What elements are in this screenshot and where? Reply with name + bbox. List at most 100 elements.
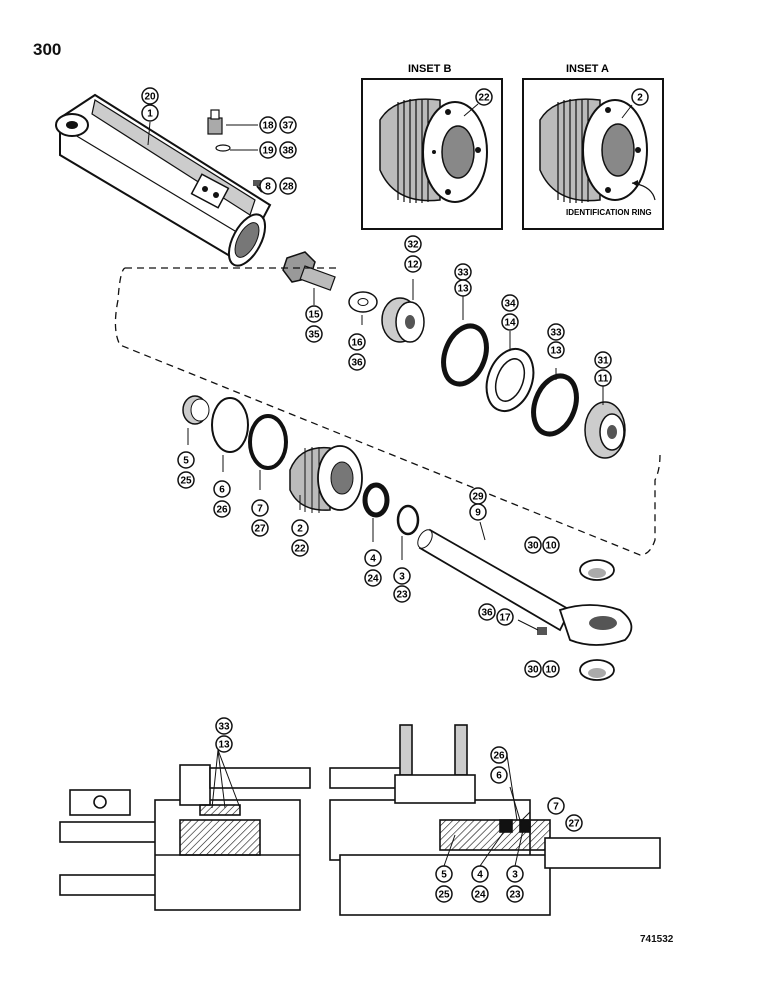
callout-5: 5 [177,451,195,469]
callout-36: 36 [348,353,366,371]
svg-text:2: 2 [637,93,643,104]
svg-text:7: 7 [553,802,559,813]
svg-text:38: 38 [282,146,294,157]
callout-26: 26 [213,500,231,518]
svg-text:33: 33 [457,268,469,279]
callout-33: 33 [454,263,472,281]
svg-text:35: 35 [308,330,320,341]
gland [289,445,363,513]
svg-text:22: 22 [478,93,490,104]
svg-text:17: 17 [499,613,511,624]
callout-24-c: 24 [471,885,489,903]
bolt [282,251,336,291]
callout-3-c: 3 [506,865,524,883]
callout-5-c: 5 [435,865,453,883]
inset-a-title: INSET A [566,63,609,75]
callout-17: 17 [496,608,514,626]
callout-3: 3 [393,567,411,585]
svg-text:5: 5 [183,456,189,467]
grease-fitting [207,109,231,152]
rod-eye-bushing [579,559,615,581]
svg-text:29: 29 [472,492,484,503]
svg-text:32: 32 [407,240,419,251]
svg-text:33: 33 [218,722,230,733]
svg-text:13: 13 [457,284,469,295]
svg-text:9: 9 [475,508,481,519]
page-number: 300 [33,40,62,59]
o-ring [211,397,249,453]
svg-text:22: 22 [294,544,306,555]
svg-text:20: 20 [144,92,156,103]
callout-2-inset: 2 [631,88,649,106]
callout-7: 7 [251,499,269,517]
figure-id: 741532 [640,934,674,945]
svg-text:26: 26 [493,751,505,762]
svg-text:25: 25 [180,476,192,487]
subassembly-outline [114,267,661,556]
callout-27-c: 27 [565,814,583,832]
backup-ring [248,414,288,470]
callout-13-c: 13 [215,735,233,753]
callout-12: 12 [404,255,422,273]
cylinder-barrel [55,93,272,267]
callout-30: 30 [524,536,542,554]
grease-fitting-small [537,627,547,635]
svg-text:26: 26 [216,505,228,516]
svg-text:3: 3 [399,572,405,583]
inset-b-title: INSET B [408,63,451,75]
piston-nut [381,297,425,343]
callout-31: 31 [594,351,612,369]
callout-36-b: 36 [478,603,496,621]
callout-2: 2 [291,519,309,537]
svg-text:24: 24 [367,574,379,585]
svg-text:37: 37 [282,121,294,132]
callout-25: 25 [177,471,195,489]
svg-text:6: 6 [496,771,502,782]
svg-text:30: 30 [527,541,539,552]
svg-text:13: 13 [550,346,562,357]
svg-text:10: 10 [545,665,557,676]
callout-37: 37 [279,116,297,134]
callout-10-b: 10 [542,660,560,678]
callout-20: 20 [141,87,159,105]
svg-text:30: 30 [527,665,539,676]
piston-seal [441,323,489,387]
callout-9: 9 [469,503,487,521]
callouts: 20 1 18 37 19 38 8 28 15 35 16 36 32 12 … [141,87,612,903]
callout-7-c: 7 [547,797,565,815]
svg-text:33: 33 [550,328,562,339]
leader-lines [147,121,604,867]
svg-text:13: 13 [218,740,230,751]
callout-33-b: 33 [547,323,565,341]
callout-15: 15 [305,305,323,323]
callout-28: 28 [279,177,297,195]
svg-text:11: 11 [598,374,609,385]
svg-text:28: 28 [282,182,294,193]
svg-text:2: 2 [297,524,303,535]
callout-13-b: 13 [547,341,565,359]
svg-text:24: 24 [474,890,486,901]
callout-35: 35 [305,325,323,343]
inset-b: INSET B 22 [361,63,503,230]
callout-29: 29 [469,487,487,505]
callout-6-c: 6 [490,766,508,784]
svg-text:31: 31 [597,356,609,367]
callout-25-c: 25 [435,885,453,903]
svg-text:23: 23 [396,590,408,601]
callout-6: 6 [213,480,231,498]
svg-text:5: 5 [441,870,447,881]
svg-text:23: 23 [509,890,521,901]
wiper [182,395,210,425]
callout-26-c: 26 [490,746,508,764]
callout-8: 8 [259,177,277,195]
callout-16: 16 [348,333,366,351]
callout-19: 19 [259,141,277,159]
svg-text:19: 19 [262,146,274,157]
svg-text:6: 6 [219,485,225,496]
callout-18: 18 [259,116,277,134]
svg-text:27: 27 [254,524,266,535]
callout-22: 22 [291,539,309,557]
callout-4-c: 4 [471,865,489,883]
svg-text:4: 4 [477,870,483,881]
